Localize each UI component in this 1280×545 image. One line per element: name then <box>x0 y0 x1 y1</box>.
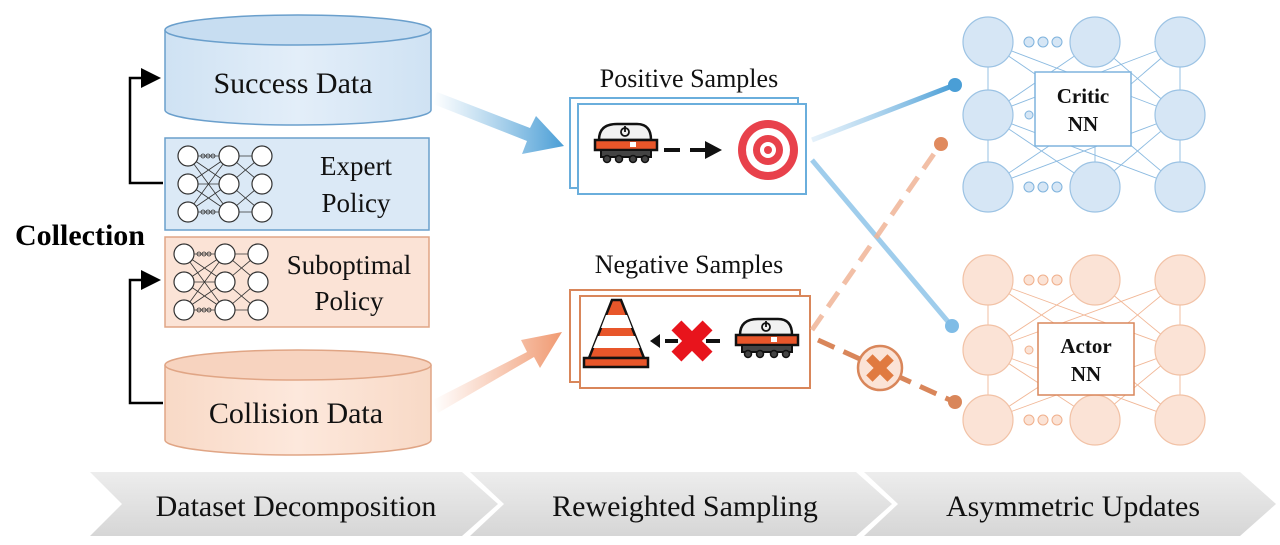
collision-data-label: Collision Data <box>209 397 383 430</box>
positive-to-actor-link <box>810 158 959 333</box>
negative-samples-title: Negative Samples <box>595 250 783 279</box>
success-data-label: Success Data <box>213 67 372 100</box>
positive-samples-card <box>569 97 807 195</box>
suboptimal-policy-line2: Policy <box>314 286 384 316</box>
expert-policy-line1: Expert <box>320 151 392 181</box>
stage-label-2: Reweighted Sampling <box>552 490 818 523</box>
positive-samples-title: Positive Samples <box>600 64 778 93</box>
stage-label-1: Dataset Decomposition <box>156 490 437 523</box>
collection-label: Collection <box>15 219 145 252</box>
collection-bracket-bottom <box>128 270 163 405</box>
dashed-arrow <box>664 141 722 159</box>
critic-nn-line2: NN <box>1068 112 1098 136</box>
critic-nn-line1: Critic <box>1057 84 1109 108</box>
success-to-positive-arrow <box>433 92 564 154</box>
neural-network-icon <box>177 145 273 223</box>
actor-nn-line1: Actor <box>1060 334 1111 358</box>
actor-nn-line2: NN <box>1071 362 1101 386</box>
stage-chevron-2: Reweighted Sampling <box>470 472 892 536</box>
negative-to-critic-link <box>809 137 948 332</box>
suboptimal-policy-line1: Suboptimal <box>287 250 412 280</box>
neural-network-icon <box>173 243 269 321</box>
actor-network: Actor NN <box>962 254 1206 446</box>
robot-icon <box>734 317 800 359</box>
traffic-cone-icon <box>582 298 650 369</box>
suboptimal-policy-box: Suboptimal Policy <box>164 236 430 328</box>
critic-network: Critic NN <box>962 16 1206 213</box>
target-icon <box>738 120 798 180</box>
collection-bracket-top <box>128 68 163 185</box>
expert-policy-box: Expert Policy <box>164 137 430 231</box>
collision-to-negative-arrow <box>433 332 562 413</box>
arrow-head-icon <box>650 334 660 348</box>
positive-to-critic-link <box>811 78 962 143</box>
x-circle-icon <box>856 344 904 392</box>
expert-policy-line2: Policy <box>321 188 391 218</box>
stage-chevron-3: Asymmetric Updates <box>864 472 1276 536</box>
success-data-cylinder: Success Data <box>164 14 432 126</box>
cross-icon <box>671 320 713 362</box>
stage-label-3: Asymmetric Updates <box>946 490 1200 523</box>
stage-chevron-1: Dataset Decomposition <box>90 472 498 536</box>
robot-icon <box>593 122 659 164</box>
negative-samples-card <box>569 289 811 389</box>
collision-data-cylinder: Collision Data <box>164 349 432 456</box>
